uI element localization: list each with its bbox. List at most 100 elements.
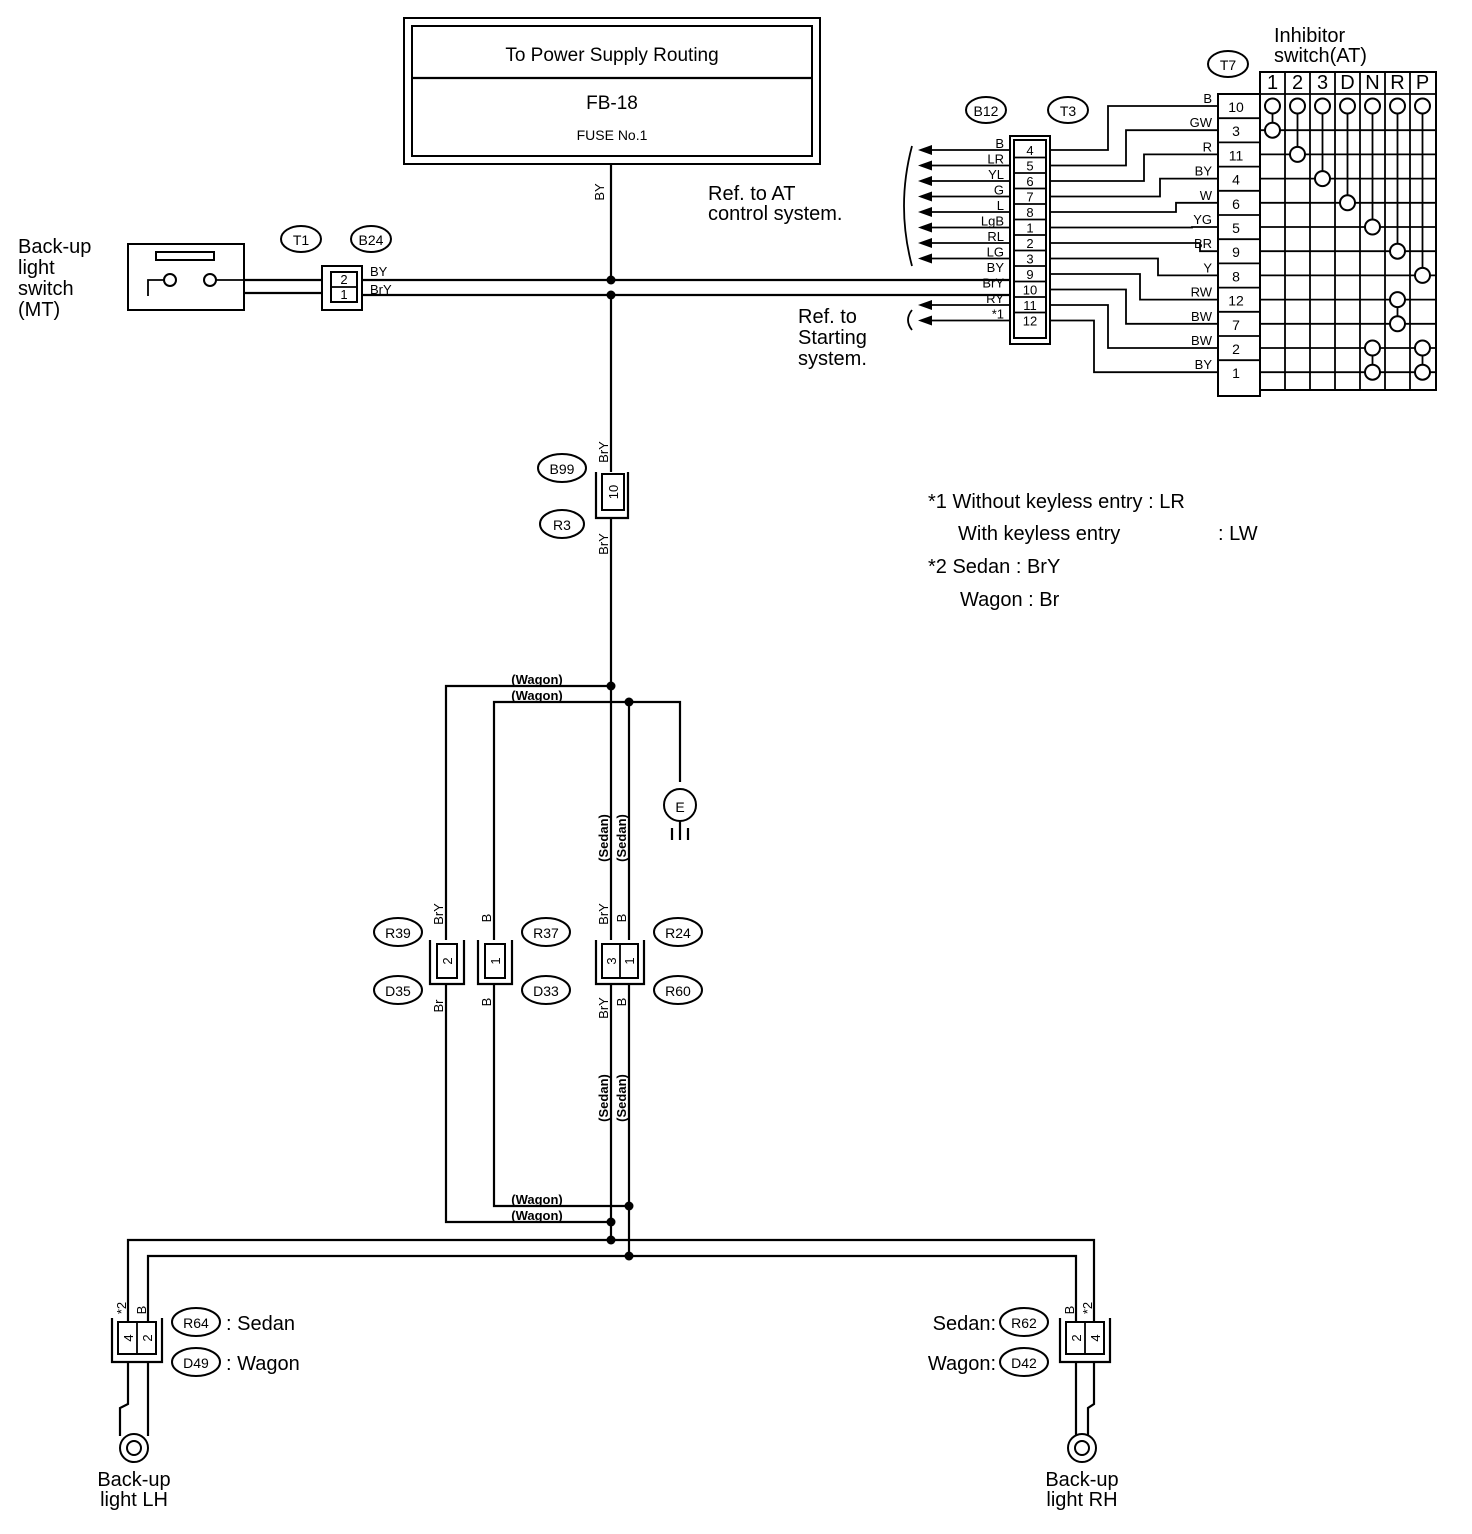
b12-inhibitor-wire <box>1050 273 1218 301</box>
arrow-icon <box>918 191 932 202</box>
b12-pin-12: 12 <box>1023 314 1037 329</box>
inhibitor-pin-7: 7 <box>1232 317 1240 333</box>
wire-label-rh-star: *2 <box>1080 1302 1095 1314</box>
contact-icon <box>1364 218 1381 236</box>
lh-pin-2: 2 <box>140 1334 155 1341</box>
note-2a: *2 Sedan : BrY <box>928 556 1060 578</box>
power-supply-box: To Power Supply Routing FB-18 FUSE No.1 <box>403 17 821 165</box>
b12-wire-label: BrY <box>982 276 1004 291</box>
svg-text:3: 3 <box>604 957 619 964</box>
inhibitor-wire-label: YG <box>1193 212 1212 227</box>
power-box-fuse-block: FB-18 <box>586 93 638 114</box>
note-1b-value: : LW <box>1218 523 1258 545</box>
arrow-icon <box>918 253 932 264</box>
lamp-rh-label-2: light RH <box>1046 1489 1117 1511</box>
b12-inhibitor-wire <box>1050 319 1218 374</box>
wire-label-sedan-3: (Sedan) <box>596 1074 611 1122</box>
b12-inhibitor-wire <box>1050 226 1218 229</box>
rh-pin-2: 2 <box>1069 1334 1084 1341</box>
b12-inhibitor-wire <box>1050 304 1218 349</box>
inhibitor-position-3: 3 <box>1317 72 1328 94</box>
b12-to-inhibitor-wires <box>1050 105 1218 374</box>
tag-r24: R24 <box>665 925 691 941</box>
wire-label-t1-by: BY <box>370 264 388 279</box>
tag-r60: R60 <box>665 983 691 999</box>
contact-icon <box>1389 97 1406 115</box>
ref-start-line1: Ref. to <box>798 306 857 328</box>
b12-wire-label: LR <box>987 152 1004 167</box>
arrow-icon <box>918 207 932 217</box>
wire-label-lh-b: B <box>134 1306 149 1315</box>
backup-light-switch-mt: Back-up light switch (MT) <box>18 236 245 321</box>
wire-label-sedan-1: (Sedan) <box>596 814 611 862</box>
b12-pin-1: 1 <box>1026 221 1033 236</box>
inhibitor-pin-11: 11 <box>1229 147 1244 163</box>
rh-pin-4: 4 <box>1088 1334 1103 1341</box>
note-1b: With keyless entry <box>958 523 1120 545</box>
contact-icon <box>1314 170 1331 188</box>
contact-icon <box>1264 121 1281 139</box>
contact-icon <box>1339 97 1356 115</box>
wire-label-sedan-2: (Sedan) <box>614 814 629 862</box>
svg-text:2: 2 <box>440 957 455 964</box>
lamp-lh-label-1: Back-up <box>97 1469 170 1491</box>
ref-start-line2: Starting <box>798 327 867 349</box>
inhibitor-title-1: Inhibitor <box>1274 25 1345 47</box>
ref-start-line3: system. <box>798 348 867 370</box>
wire-label-r39-bry: BrY <box>431 903 446 925</box>
inhibitor-position-P: P <box>1416 72 1429 94</box>
wire-label-wagon-3: (Wagon) <box>511 1192 563 1207</box>
lh-wagon-label: : Wagon <box>226 1353 300 1375</box>
b12-inhibitor-wire <box>1050 288 1218 325</box>
tag-r37: R37 <box>533 925 559 941</box>
wire-label-wagon-1: (Wagon) <box>511 672 563 687</box>
ref-at-line1: Ref. to AT <box>708 183 795 205</box>
b12-pin-5: 5 <box>1026 159 1033 174</box>
wire-label-r3-bry: BrY <box>596 533 611 555</box>
inhibitor-wire-label: W <box>1200 188 1213 203</box>
b12-inhibitor-wire <box>1050 242 1218 253</box>
tag-r64: R64 <box>183 1315 209 1331</box>
ground-e: E <box>663 788 697 840</box>
contact-icon <box>1414 266 1431 284</box>
connector-t1-b24: T1 B24 2 1 BY BrY <box>280 225 392 311</box>
b12-wire-label: LG <box>987 245 1004 260</box>
lamp-lh-label-2: light LH <box>100 1489 168 1511</box>
b12-wire-label: B <box>995 136 1004 151</box>
inhibitor-pin-12: 12 <box>1228 293 1244 309</box>
arrow-icon <box>918 160 932 171</box>
inhibitor-position-2: 2 <box>1292 72 1303 94</box>
notes: *1 Without keyless entry : LR With keyle… <box>928 491 1258 611</box>
contact-icon <box>1364 97 1381 115</box>
tag-d42: D42 <box>1011 1355 1037 1371</box>
inhibitor-position-D: D <box>1340 72 1354 94</box>
b12-wire-label: RL <box>987 229 1004 244</box>
inhibitor-pin-1: 1 <box>1232 365 1240 381</box>
wire-label-r37-b: B <box>479 914 494 923</box>
b12-pin-7: 7 <box>1026 190 1033 205</box>
b12-wire-label: *1 <box>992 307 1004 322</box>
contact-icon <box>1414 363 1431 381</box>
wire-label-wagon-2: (Wagon) <box>511 688 563 703</box>
inhibitor-position-1: 1 <box>1267 72 1278 94</box>
contact-icon <box>1264 97 1281 115</box>
contact-icon <box>1339 194 1356 212</box>
switch-label-line4: (MT) <box>18 299 60 321</box>
lh-sedan-label: : Sedan <box>226 1313 295 1335</box>
inhibitor-pin-10: 10 <box>1228 99 1244 115</box>
power-box-fuse-number: FUSE No.1 <box>577 127 648 143</box>
wire-label-d35-br: Br <box>431 999 446 1013</box>
connector-b99-r3: B99 R3 10 <box>537 453 630 539</box>
inhibitor-pin-9: 9 <box>1232 244 1240 260</box>
ref-at-line2: control system. <box>708 203 842 225</box>
tag-d49: D49 <box>183 1355 209 1371</box>
contact-icon <box>1364 363 1381 381</box>
connector-r37-d33: R37 D33 1 <box>476 917 571 1005</box>
b12-wire-label: RY <box>986 291 1004 306</box>
note-2b: Wagon : Br <box>960 589 1060 611</box>
arrow-icon <box>918 145 932 155</box>
